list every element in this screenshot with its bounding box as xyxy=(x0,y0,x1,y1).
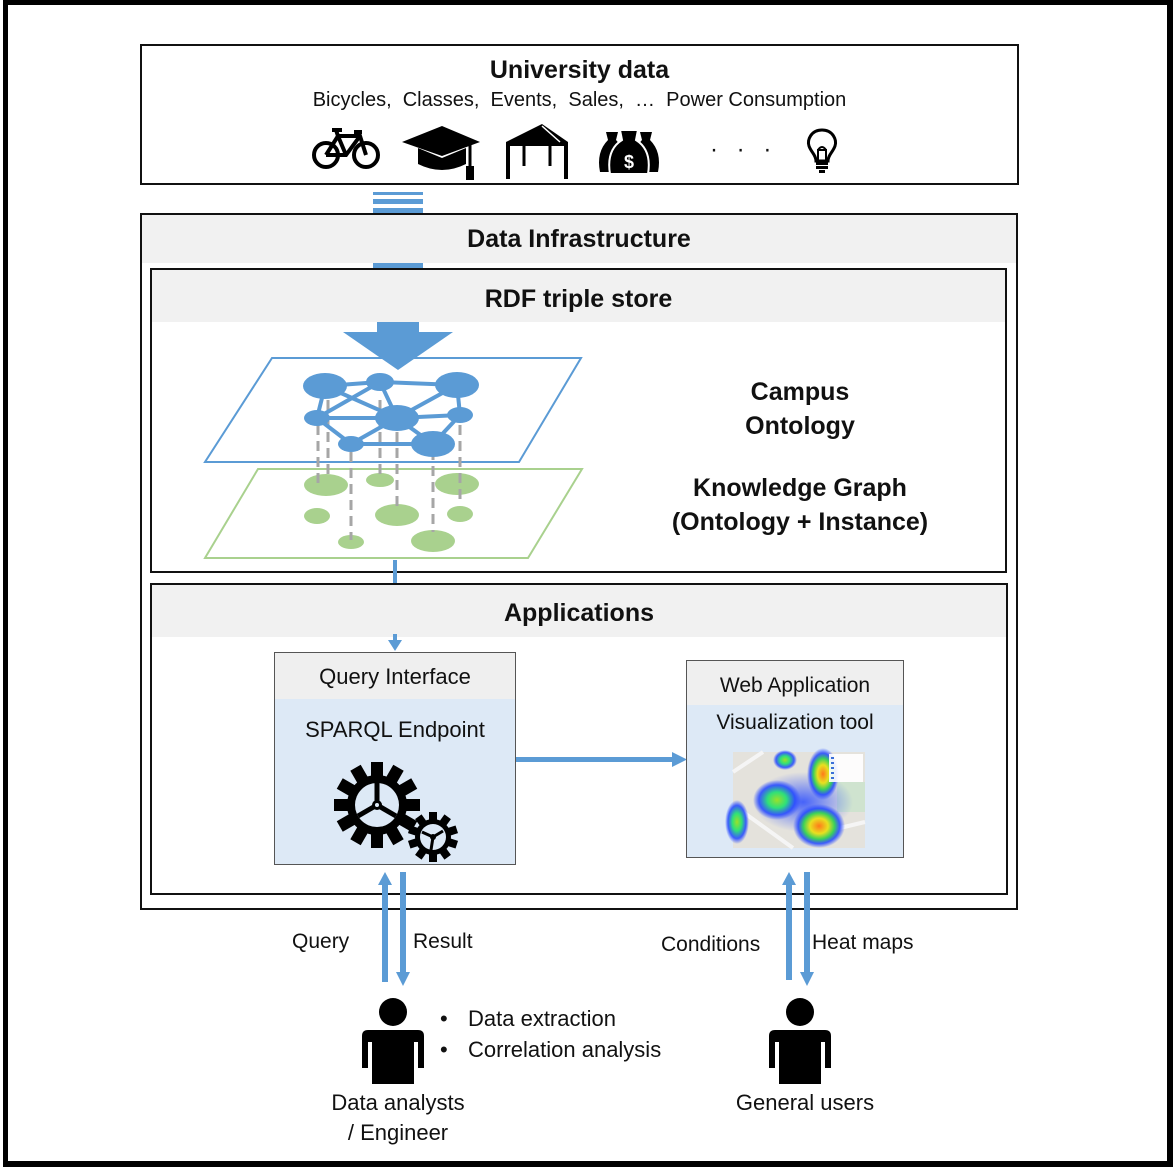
instance-node xyxy=(375,504,419,526)
instance-node xyxy=(338,535,364,549)
down-arrow-icon xyxy=(343,322,453,370)
visualization-tool-label: Visualization tool xyxy=(716,711,874,734)
ontology-node xyxy=(435,372,479,398)
query-interface-title: Query Interface xyxy=(275,653,515,699)
university-data-box: University data Bicycles, Classes, Event… xyxy=(140,44,1019,185)
heat-maps-arrow-down xyxy=(800,872,814,986)
instance-node xyxy=(304,474,348,496)
query-interface-panel[interactable]: Query Interface SPARQL Endpoint xyxy=(274,652,516,865)
analyst-task-item: •Correlation analysis xyxy=(440,1037,662,1062)
graduation-cap-icon xyxy=(402,126,480,180)
data-analyst-label: Data analysts / Engineer xyxy=(298,1088,498,1148)
rdf-triple-store-title: RDF triple store xyxy=(152,270,1005,322)
ontology-node xyxy=(303,373,347,399)
sparql-endpoint-label: SPARQL Endpoint xyxy=(305,717,485,742)
ontology-plane xyxy=(203,357,583,463)
knowledge-graph-illustration xyxy=(203,357,584,559)
general-users-label: General users xyxy=(735,1090,875,1115)
analyst-task-list: •Data extraction •Correlation analysis xyxy=(440,1003,661,1065)
data-analyst-user-icon xyxy=(362,998,424,1084)
ontology-label-line-1: Campus xyxy=(750,378,850,406)
ontology-label-line-2: Ontology xyxy=(745,412,855,440)
gears-icon xyxy=(334,762,459,862)
general-user-icon xyxy=(769,998,831,1084)
analyst-task-item: •Data extraction xyxy=(440,1006,616,1031)
arrow-right xyxy=(516,752,687,767)
result-label: Result xyxy=(413,930,473,953)
ontology-node xyxy=(375,405,419,431)
instance-node xyxy=(435,473,479,495)
instance-node xyxy=(304,508,330,524)
instance-node xyxy=(366,473,394,487)
svg-text:$: $ xyxy=(624,152,634,172)
result-arrow-down xyxy=(396,872,410,986)
event-tent-icon xyxy=(506,124,568,179)
university-data-subtitle: Bicycles, Classes, Events, Sales, … Powe… xyxy=(312,89,847,111)
connector-bar xyxy=(373,192,423,195)
applications-title: Applications xyxy=(152,585,1006,637)
bicycle-icon xyxy=(312,128,380,169)
money-bags-icon: $ xyxy=(599,129,659,175)
university-data-title: University data xyxy=(489,56,670,84)
ontology-node xyxy=(366,373,394,391)
analyst-label-line-1: Data analysts xyxy=(331,1090,465,1115)
heatmap-screenshot xyxy=(725,748,866,850)
arrow-down-small xyxy=(388,634,402,651)
ontology-node xyxy=(447,407,473,423)
query-arrow-up xyxy=(378,872,392,982)
campus-ontology-label: Campus Ontology xyxy=(640,375,960,443)
applications-box: Applications xyxy=(150,583,1008,895)
analyst-label-line-2: / Engineer xyxy=(347,1120,449,1145)
lightbulb-icon xyxy=(807,128,837,173)
query-label: Query xyxy=(292,930,350,953)
conditions-arrow-up xyxy=(782,872,796,980)
ontology-node xyxy=(304,410,330,426)
web-application-title: Web Application xyxy=(687,661,903,705)
web-application-panel[interactable]: Web Application Visualization tool xyxy=(686,660,904,858)
connector-line xyxy=(393,560,397,586)
instance-plane xyxy=(203,468,584,559)
conditions-label: Conditions xyxy=(661,933,761,956)
heat-maps-label: Heat maps xyxy=(812,931,914,954)
rdf-triple-store-box: RDF triple store xyxy=(150,268,1007,573)
kg-label-line-2: (Ontology + Instance) xyxy=(671,508,929,536)
connector-bar xyxy=(373,199,423,204)
connector-bar xyxy=(373,208,423,214)
connector-bar xyxy=(373,263,423,271)
kg-label-line-1: Knowledge Graph xyxy=(693,474,907,502)
outer-frame xyxy=(3,0,1173,1167)
instance-node xyxy=(411,530,455,552)
ontology-node xyxy=(338,436,364,452)
knowledge-graph-label: Knowledge Graph (Ontology + Instance) xyxy=(640,471,960,539)
data-infrastructure-title: Data Infrastructure xyxy=(142,215,1016,263)
ontology-node xyxy=(411,431,455,457)
instance-node xyxy=(447,506,473,522)
ellipsis: · · · xyxy=(710,136,778,163)
